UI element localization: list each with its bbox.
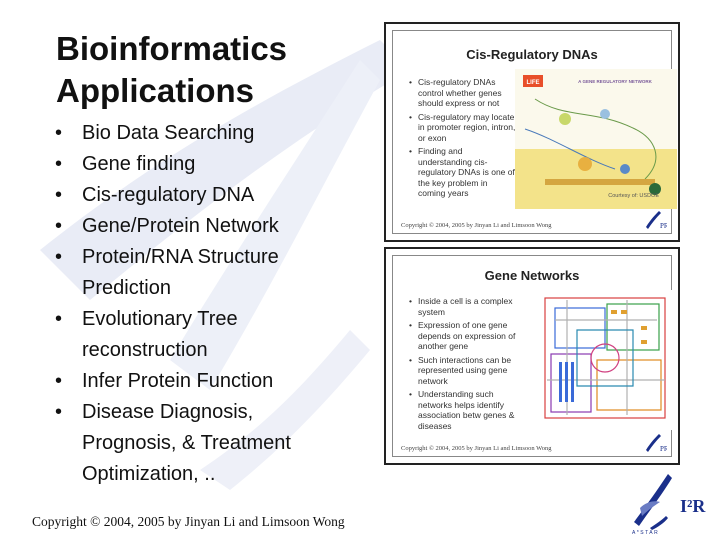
bullet-text: Prediction	[82, 277, 171, 299]
bullet-dot: •	[55, 122, 63, 144]
bullet-text: reconstruction	[82, 339, 208, 361]
thumbnail-bullet: Finding and understanding cis-regulatory…	[409, 146, 517, 199]
bullet-item: • Gene finding	[52, 149, 352, 180]
bullet-text: Disease Diagnosis,	[82, 401, 254, 423]
thumbnail-copyright: Copyright © 2004, 2005 by Jinyan Li and …	[401, 445, 552, 452]
bullet-item: • Evolutionary Tree reconstruction	[52, 304, 352, 366]
gene-network-diagram	[537, 290, 675, 430]
thumbnail-bullet: Inside a cell is a complex system	[409, 296, 527, 317]
bullet-item: • Gene/Protein Network	[52, 211, 352, 242]
thumbnail-copyright: Copyright © 2004, 2005 by Jinyan Li and …	[401, 222, 552, 229]
bullet-text: Prognosis, & Treatment	[82, 432, 291, 454]
bullet-item: • Infer Protein Function	[52, 366, 352, 397]
bullet-text: Protein/RNA Structure	[82, 246, 279, 268]
bullet-text: Optimization, ..	[82, 463, 216, 485]
bullet-text: Cis-regulatory DNA	[82, 184, 255, 206]
bullet-dot: •	[55, 153, 63, 175]
thumbnail-title: Gene Networks	[484, 268, 580, 283]
figure-credit: Courtesy of: USDOE	[608, 193, 659, 199]
thumbnail-bullet: Expression of one gene depends on expres…	[409, 320, 527, 352]
thumbnail-frame: Gene Networks Inside a cell is a complex…	[392, 255, 675, 457]
i2r-logo-icon: PR	[646, 211, 667, 230]
thumbnail-bullet: Understanding such networks helps identi…	[409, 389, 527, 431]
bullet-dot: •	[55, 246, 63, 268]
thumbnail-bullets: Inside a cell is a complex systemExpress…	[409, 296, 527, 434]
thumbnail-bullet: Cis-regulatory may locate in promoter re…	[409, 112, 517, 144]
thumbnail-bullet: Cis-regulatory DNAs control whether gene…	[409, 77, 517, 109]
bullet-text: Gene/Protein Network	[82, 215, 279, 237]
figure-label: A GENE REGULATORY NETWORK	[578, 79, 652, 84]
bullet-text: Bio Data Searching	[82, 122, 255, 144]
slide-title: Bioinformatics Applications	[56, 28, 356, 112]
bullet-dot: •	[55, 401, 63, 423]
thumbnail-title: Cis-Regulatory DNAs	[466, 47, 598, 62]
bullet-text: Evolutionary Tree	[82, 308, 238, 330]
thumbnail-bullets: Cis-regulatory DNAs control whether gene…	[409, 77, 517, 202]
i2r-logo-icon: PR	[646, 434, 667, 453]
title-line-2: Applications	[56, 72, 255, 109]
copyright-footer: Copyright © 2004, 2005 by Jinyan Li and …	[32, 514, 345, 529]
bullet-item: • Bio Data Searching	[52, 118, 352, 149]
gene-regulatory-network-figure: LIFE A GENE REGULATORY NETWORK	[515, 69, 677, 209]
bullet-dot: •	[55, 308, 63, 330]
logo-text: I²R	[680, 496, 706, 516]
bullet-item: • Disease Diagnosis, Prognosis, & Treatmen…	[52, 397, 352, 490]
logo-subtext: A*STAR	[632, 530, 659, 536]
svg-text:PR: PR	[660, 445, 667, 453]
bullet-dot: •	[55, 215, 63, 237]
bullet-text: Infer Protein Function	[82, 370, 274, 392]
svg-text:PR: PR	[660, 222, 667, 230]
figure-badge: LIFE	[527, 80, 540, 86]
i2r-astar-logo: I²R A*STAR	[632, 474, 706, 536]
bullet-list: • Bio Data Searching • Gene finding • Cis-reg…	[52, 118, 352, 490]
bullet-text: Gene finding	[82, 153, 196, 175]
slide-thumbnail-gene-networks: Gene Networks Inside a cell is a complex…	[384, 247, 680, 465]
bullet-item: • Cis-regulatory DNA	[52, 180, 352, 211]
slide-thumbnail-cis-regulatory: Cis-Regulatory DNAs Cis-regulatory DNAs …	[384, 22, 680, 242]
bullet-dot: •	[55, 370, 63, 392]
thumbnail-frame: Cis-Regulatory DNAs Cis-regulatory DNAs …	[392, 30, 677, 234]
title-line-1: Bioinformatics	[56, 30, 288, 67]
bullet-dot: •	[55, 184, 63, 206]
thumbnail-bullet: Such interactions can be represented usi…	[409, 355, 527, 387]
